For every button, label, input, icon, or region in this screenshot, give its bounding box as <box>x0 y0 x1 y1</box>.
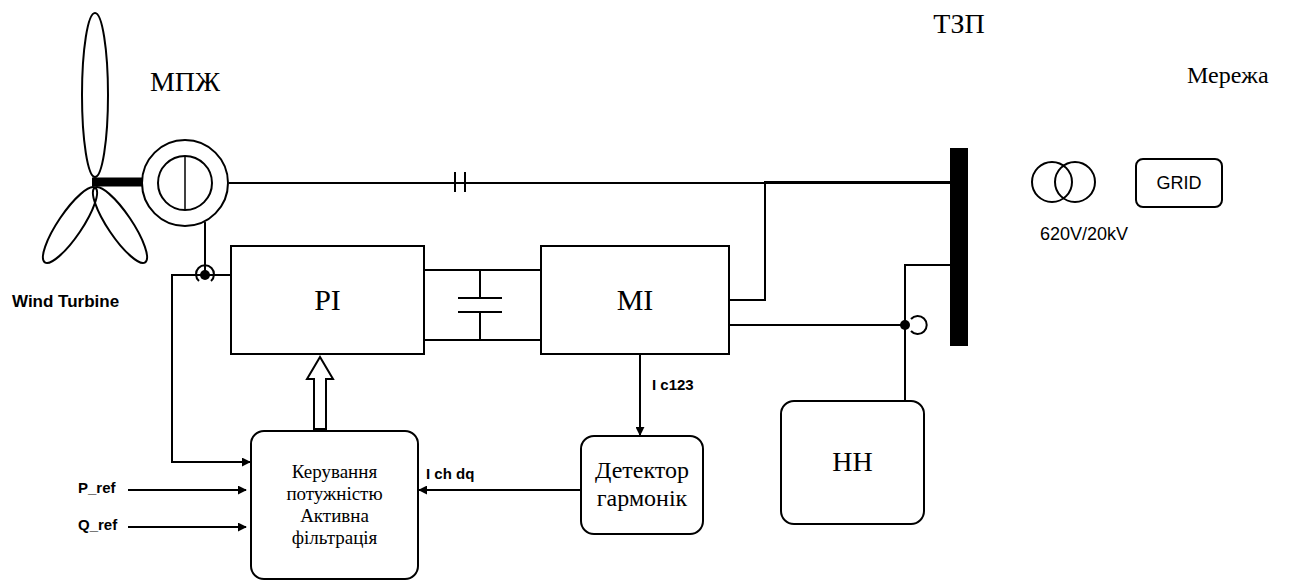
connector <box>730 182 950 300</box>
node-heading: Мережа <box>1187 62 1297 90</box>
transformer-symbol <box>1028 162 1098 202</box>
signal-label: I c123 <box>650 376 696 393</box>
connector <box>307 357 333 429</box>
converter-box: РІ <box>230 245 425 355</box>
converter-box: МІ <box>540 245 730 355</box>
text-label: P_ref <box>78 479 116 496</box>
wind-turbine <box>35 13 155 269</box>
dc-capacitor <box>458 270 502 340</box>
detector-box: Детектор гармонік <box>580 435 704 535</box>
text-label: 620V/20kV <box>1040 224 1128 245</box>
generator-circle: МПЖ <box>140 138 230 228</box>
current-sensor <box>196 265 214 281</box>
node-label: НН <box>832 446 872 478</box>
circuit-breaker <box>455 172 465 192</box>
signal-label: I ch dq <box>424 465 476 482</box>
node-label: Керування потужністю Активна фільтрація <box>258 461 411 548</box>
node-label: РІ <box>314 283 341 318</box>
node-heading: МПЖ <box>100 66 270 98</box>
node-label: МІ <box>617 283 654 318</box>
generator-outline <box>140 138 230 228</box>
node-label: GRID <box>1157 173 1202 194</box>
current-sensor <box>900 316 927 334</box>
text-label: Wind Turbine <box>12 292 119 312</box>
load-box: НН <box>780 400 925 525</box>
connector <box>905 265 950 400</box>
node-label: Детектор гармонік <box>588 457 696 512</box>
node-heading: ТЗП <box>900 8 1018 40</box>
connector <box>425 270 540 340</box>
grid-box: МережаGRID <box>1135 158 1223 208</box>
control-box: Керування потужністю Активна фільтрація <box>250 430 419 580</box>
connector <box>419 489 580 491</box>
reference-arrows <box>128 490 246 527</box>
busbar: ТЗП <box>950 148 968 346</box>
text-label: Q_ref <box>78 516 117 533</box>
